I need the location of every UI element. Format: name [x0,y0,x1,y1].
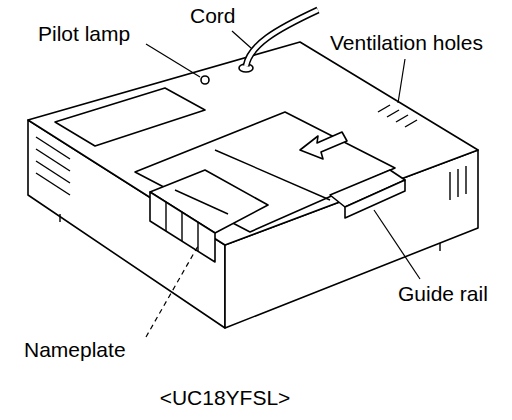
terminal-finger [197,222,198,251]
part-label: Guide rail [398,282,488,306]
vent-slot [387,110,399,117]
cord-inner [246,10,318,66]
housing-foot [59,214,60,222]
housing-foot [439,243,440,251]
leader-line [146,246,198,337]
terminal-finger [165,202,166,231]
part-label: Cord [190,4,236,28]
leader-line [398,59,405,103]
terminal-contact [175,190,228,214]
slot-ridge [215,150,330,200]
housing-top-face [28,42,478,245]
pilot-lamp [201,76,209,84]
side-rib [36,173,70,195]
raised-panel [55,88,205,146]
terminal-finger [181,212,182,241]
part-label: Ventilation holes [330,31,483,55]
part-label: Pilot lamp [38,22,130,46]
side-vent [449,172,450,200]
vent-slot [396,115,408,122]
leader-line [374,210,420,279]
side-vent [465,166,466,194]
cord [246,10,318,66]
part-label: Nameplate [24,338,126,362]
model-caption: <UC18YFSL> [160,386,291,410]
side-rib [36,137,70,159]
insert-arrow [300,132,347,159]
leader-line [232,31,251,48]
side-rib [36,149,70,171]
side-vent [457,169,458,197]
vent-slot [405,120,417,127]
terminal-block-front [150,192,215,262]
side-rib [36,161,70,183]
vent-slot [378,105,390,112]
leader-line [146,44,200,77]
